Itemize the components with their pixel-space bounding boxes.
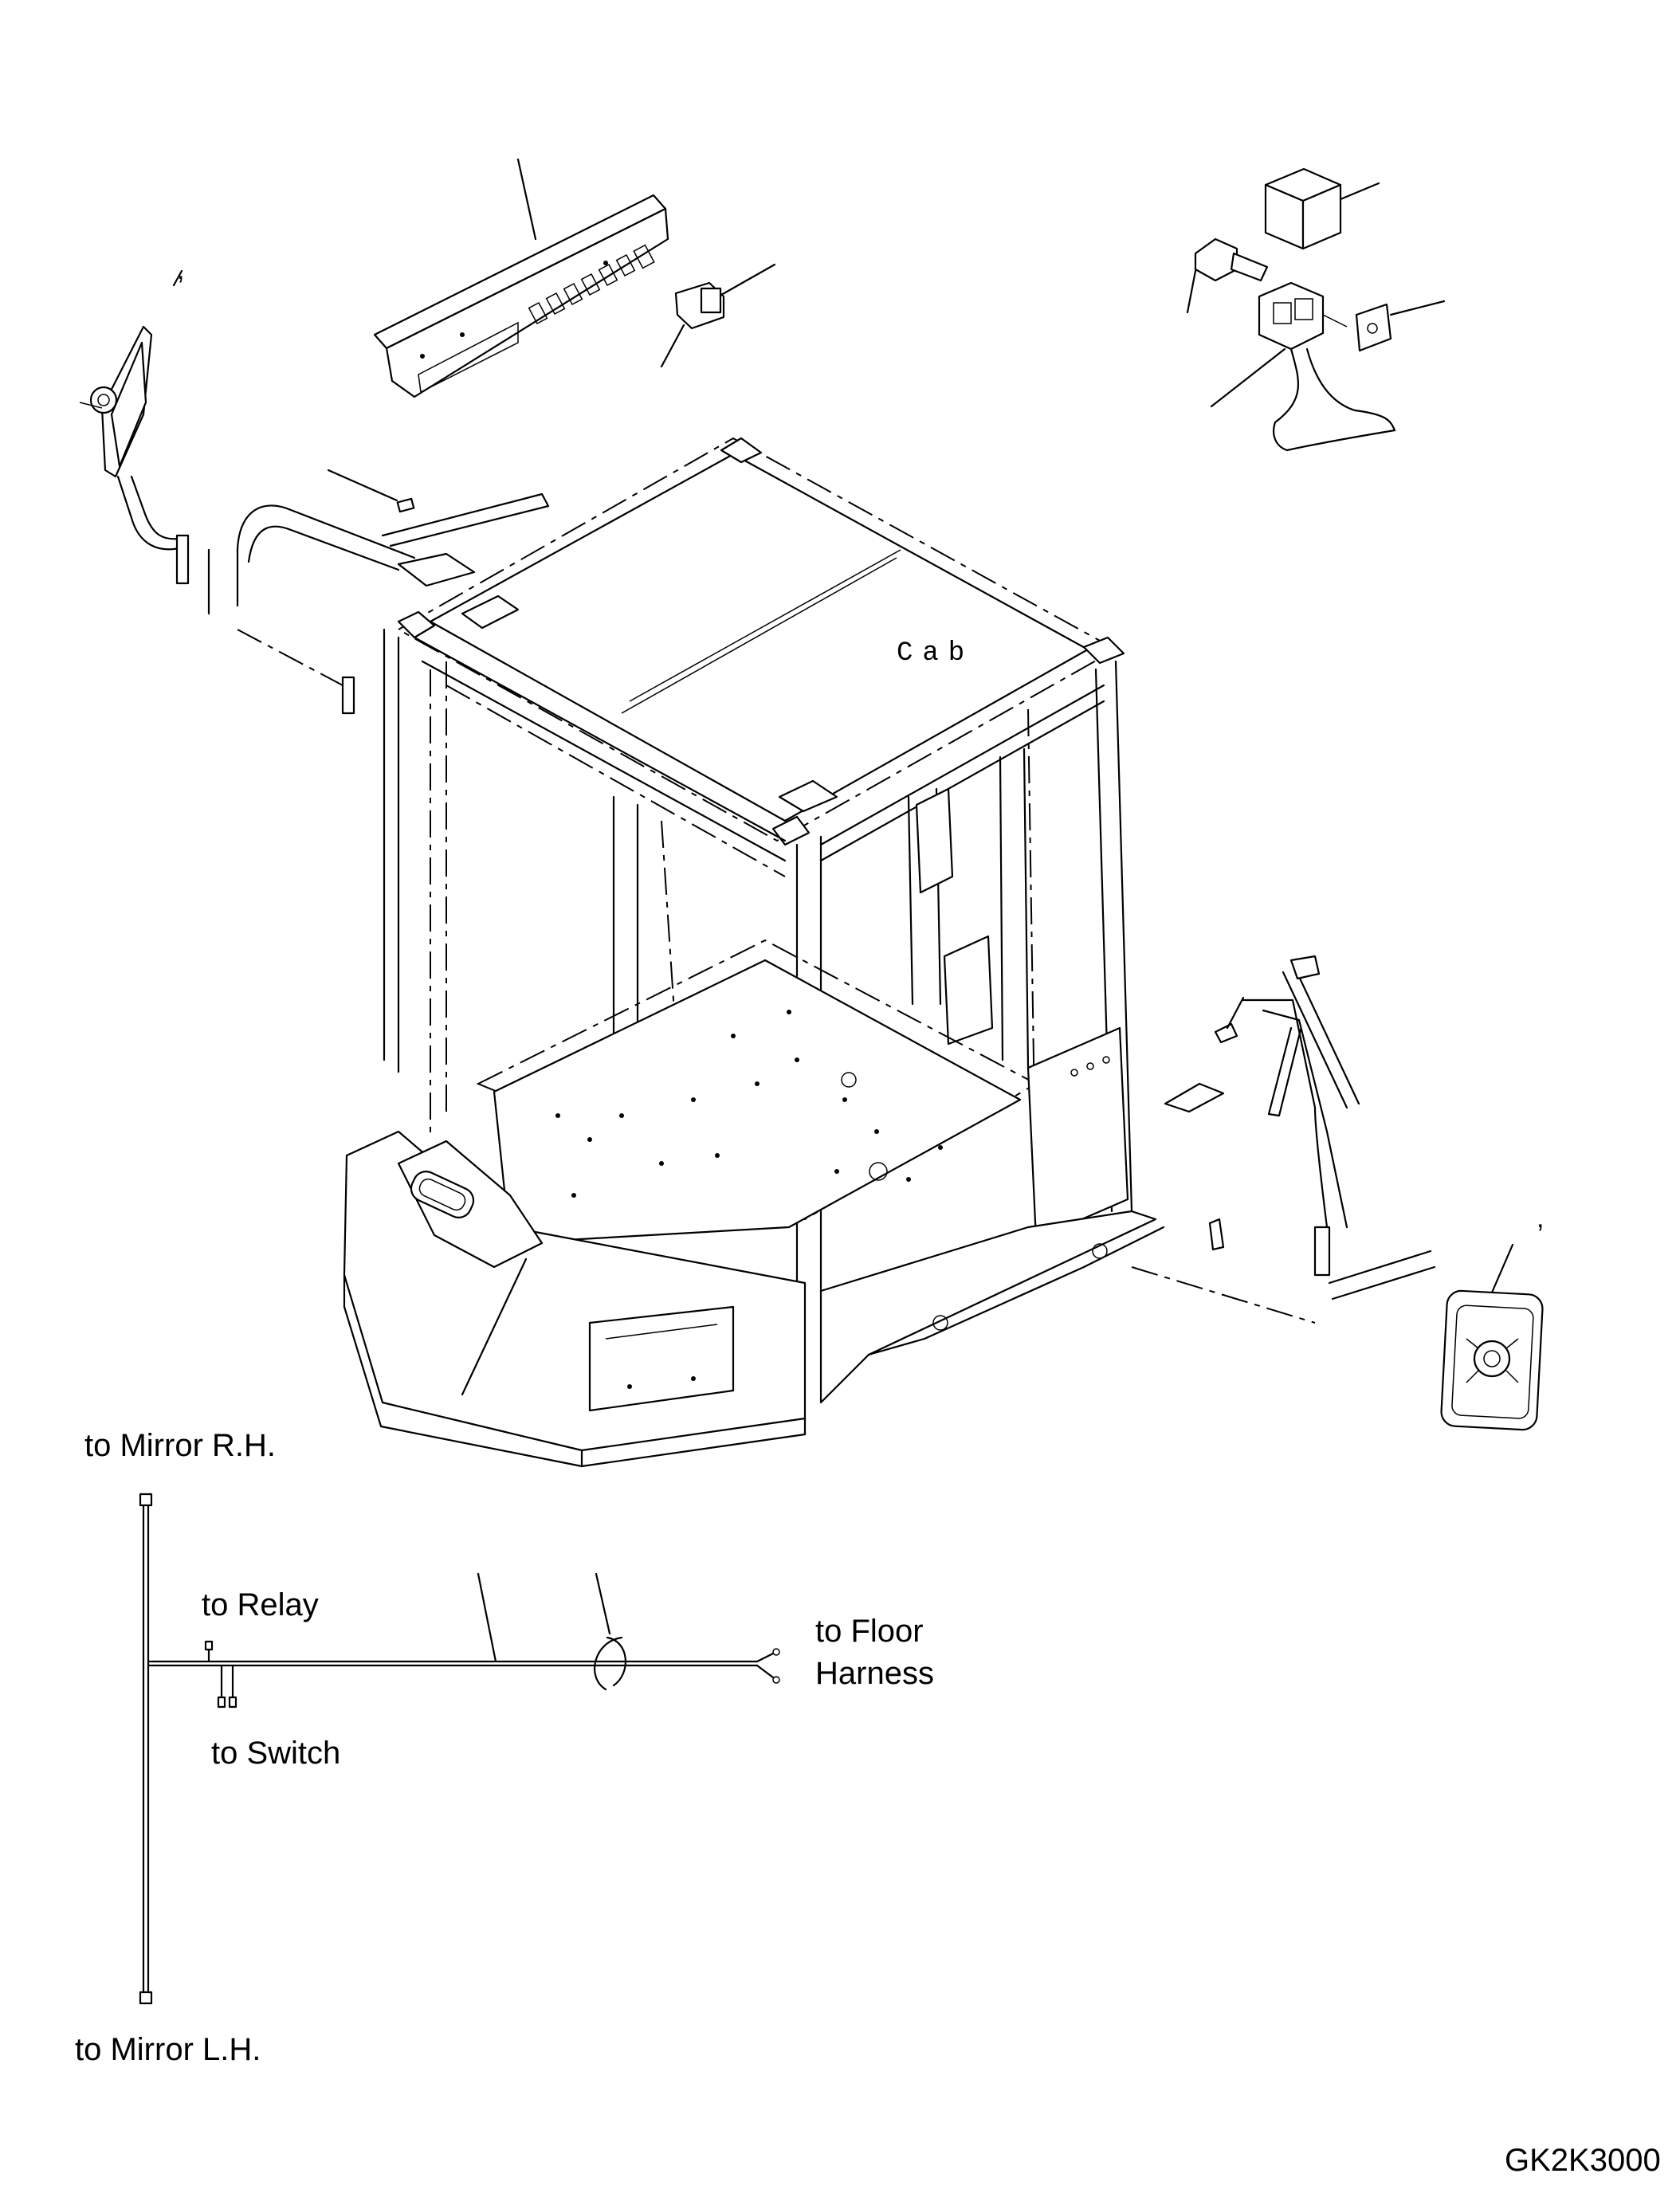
floor-holes [555,1010,943,1198]
right-mirror: , [1440,1203,1544,1431]
relay-socket [1210,281,1348,408]
left-mirror-tick: , [177,255,184,285]
label-harness: Harness [815,1656,934,1691]
cab-label: Cab [897,638,974,669]
cab-frame: Cab [343,437,1165,1468]
drawing-number: GK2K3000 [1505,2143,1661,2178]
relay-bolt [1186,237,1269,314]
label-to-relay: to Relay [202,1587,319,1622]
switch-panel [373,158,669,398]
label-to-mirror-lh: to Mirror L.H. [75,2032,261,2067]
relay-bracket [1355,300,1446,352]
label-to-floor: to Floor [815,1614,924,1649]
left-mirror: , [79,255,190,585]
switch-slots [528,244,655,325]
left-mirror-arm [207,469,550,715]
wiring-harness [139,1493,780,2005]
relay-wire [1273,347,1396,452]
right-mirror-tick: , [1537,1203,1544,1234]
label-to-switch: to Switch [211,1736,340,1771]
right-mirror-arm [1131,955,1436,1324]
relay [1264,167,1380,250]
rocker-switch [660,263,776,368]
label-to-mirror-rh: to Mirror R.H. [84,1428,276,1463]
